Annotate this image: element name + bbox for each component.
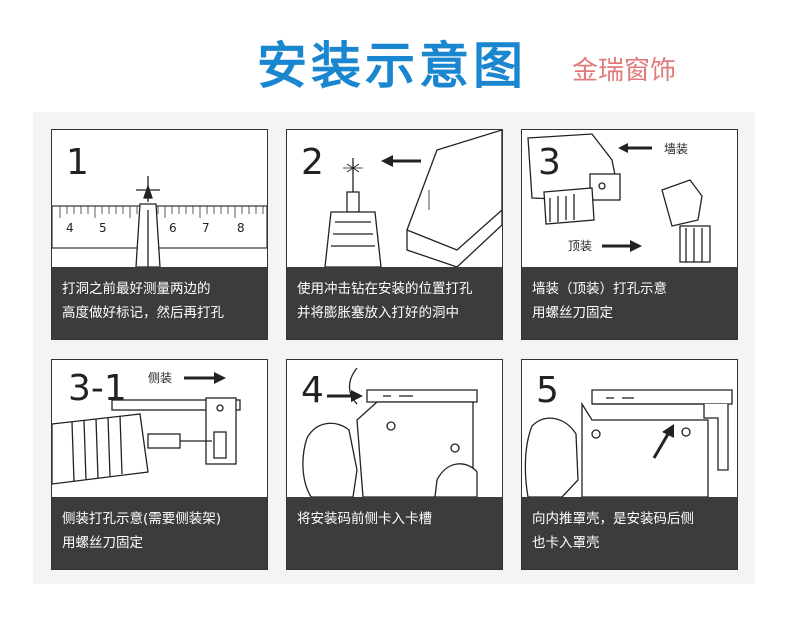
step-2-illustration: 2	[287, 130, 502, 267]
step-number: 5	[536, 370, 559, 411]
caption-line: 侧装打孔示意(需要侧装架)	[62, 511, 222, 527]
ruler-tick-label: 7	[202, 221, 210, 235]
drill-icon	[324, 158, 382, 267]
step-1-illustration: 1	[52, 130, 267, 267]
arrow-right-icon	[184, 372, 226, 384]
step-3-caption: 墙装（顶装）打孔示意 用螺丝刀固定	[522, 267, 737, 339]
ruler-tick-label: 6	[169, 221, 177, 235]
brand-name: 金瑞窗饰	[572, 56, 677, 86]
step-card-3: 3 墙装 顶装 墙装（顶装）打孔示意	[521, 129, 738, 340]
caption-line: 用螺丝刀固定	[62, 535, 143, 551]
hand-icon	[302, 367, 478, 497]
wall-block-icon	[406, 130, 502, 267]
caption-line: 向内推罩壳，是安装码后侧	[532, 511, 694, 527]
ruler-tick-label: 8	[237, 221, 245, 235]
step-card-5: 5 向内推罩壳，是安装码后侧 也卡入罩壳	[521, 359, 738, 570]
step-card-2: 2	[286, 129, 503, 340]
step-3-1-caption: 侧装打孔示意(需要侧装架) 用螺丝刀固定	[52, 497, 267, 569]
step-number: 4	[301, 370, 324, 411]
drill-icon	[52, 413, 212, 485]
ruler-tick-label: 5	[99, 221, 107, 235]
bracket-icon	[111, 397, 241, 465]
step-4-caption: 将安装码前侧卡入卡槽	[287, 497, 502, 569]
step-number: 3	[538, 142, 561, 183]
arrow-left-icon	[381, 155, 421, 167]
step-number: 1	[66, 142, 89, 183]
ruler-tick-label: 4	[66, 221, 74, 235]
step-card-3-1: 3-1 侧装	[51, 359, 268, 570]
step-1-caption: 打洞之前最好测量两边的 高度做好标记，然后再打孔	[52, 267, 267, 339]
caption-line: 打洞之前最好测量两边的	[62, 281, 211, 297]
instruction-sheet: 1	[33, 112, 755, 584]
caption-line: 使用冲击钻在安装的位置打孔	[297, 281, 473, 297]
step-3-illustration: 3 墙装 顶装	[522, 130, 737, 267]
arrow-up-icon	[652, 424, 674, 459]
bracket-icon	[527, 133, 621, 225]
pencil-icon	[135, 176, 161, 267]
step-2-caption: 使用冲击钻在安装的位置打孔 并将膨胀塞放入打好的洞中	[287, 267, 502, 339]
caption-line: 墙装（顶装）打孔示意	[532, 281, 667, 297]
caption-line: 高度做好标记，然后再打孔	[62, 305, 224, 321]
step-card-1: 1	[51, 129, 268, 340]
caption-line: 将安装码前侧卡入卡槽	[297, 511, 432, 527]
step-3-1-illustration: 3-1 侧装	[52, 360, 267, 497]
step-5-caption: 向内推罩壳，是安装码后侧 也卡入罩壳	[522, 497, 737, 569]
ruler-icon: 4 5 6 7 8	[52, 205, 267, 249]
drill-icon	[661, 179, 711, 263]
caption-line: 也卡入罩壳	[532, 535, 600, 551]
side-mount-label: 侧装	[148, 371, 172, 385]
step-number: 2	[301, 142, 324, 183]
page-title: 安装示意图	[257, 37, 527, 95]
step-5-illustration: 5	[522, 360, 737, 497]
caption-line: 并将膨胀塞放入打好的洞中	[297, 305, 459, 321]
step-card-4: 4 将安装码前侧卡入卡槽	[286, 359, 503, 570]
hand-icon	[524, 417, 579, 497]
arrow-right-icon	[602, 240, 642, 252]
arrow-left-icon	[618, 143, 652, 153]
bracket-icon	[581, 389, 733, 497]
arrow-right-icon	[327, 390, 363, 402]
step-4-illustration: 4	[287, 360, 502, 497]
top-mount-label: 顶装	[568, 239, 592, 253]
wall-mount-label: 墙装	[664, 142, 688, 156]
caption-line: 用螺丝刀固定	[532, 305, 613, 321]
